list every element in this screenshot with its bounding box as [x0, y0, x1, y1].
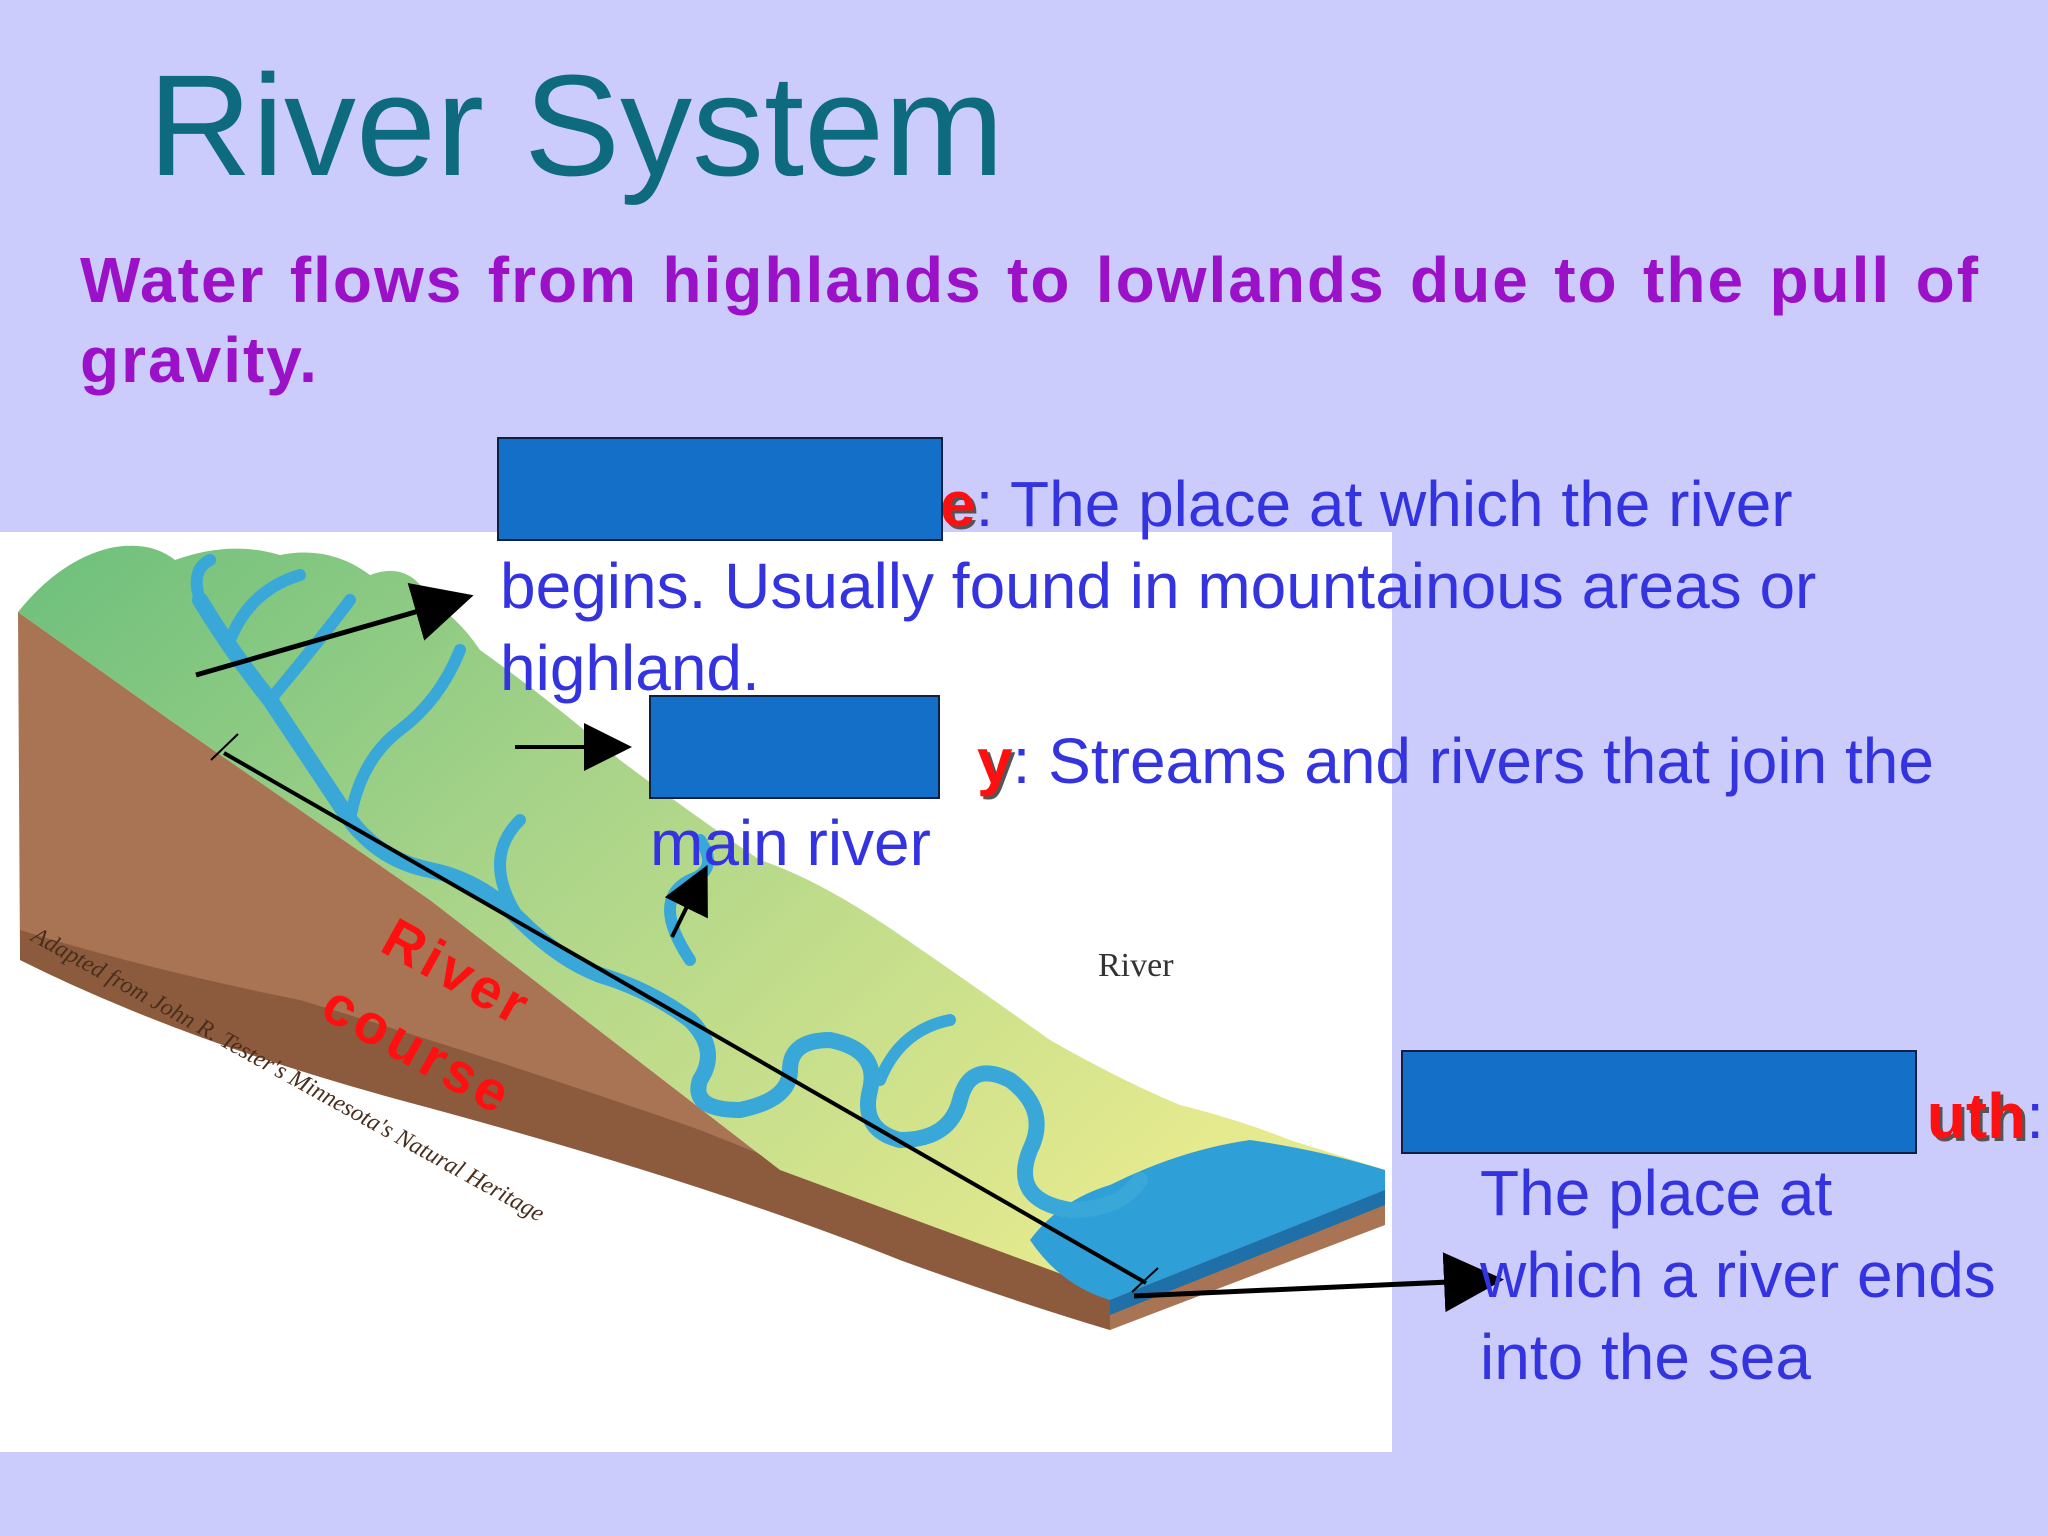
source-definition-line3: highland.: [500, 632, 760, 704]
tributary-1: [190, 554, 216, 606]
tributary-term: y: [977, 725, 1013, 797]
source-definition-line1: e: The place at which the river: [940, 468, 1793, 540]
source-definition: e: The place at which the river begins. …: [500, 463, 2048, 709]
source-term-redaction-box: [497, 437, 943, 541]
mouth-definition-line1: The place at: [1480, 1157, 1833, 1229]
sea-edge: [1110, 1190, 1385, 1315]
sea: [1030, 1140, 1385, 1300]
mouth-term-redaction-box: [1401, 1050, 1917, 1154]
mouth-term: uth: [1926, 1080, 2027, 1152]
course-start-tick: [210, 733, 239, 761]
mouth-definition-line2: which a river ends: [1480, 1239, 1996, 1311]
mouth-arrow: [1133, 1252, 1504, 1313]
tributary-definition-line2: main river: [650, 807, 931, 879]
tributary-4: [344, 644, 466, 826]
mouth-definition-line3: into the sea: [1480, 1321, 1811, 1393]
river-landscape-illustration: River Adapted from John R. Tester's Minn…: [18, 545, 1385, 1330]
slide-subtitle: Water flows from highlands to lowlands d…: [80, 244, 1980, 396]
land-surface: [18, 545, 1385, 1292]
slide-title: River System: [148, 45, 1005, 206]
tributary-definition: y: Streams and rivers that join the main…: [650, 720, 2048, 884]
tributary-term-redaction-box: [649, 695, 940, 799]
source-arrow: [195, 582, 474, 678]
mouth-term-line: uth:: [1926, 1080, 2044, 1152]
main-river: [192, 592, 1148, 1219]
soil-shade: [20, 930, 1110, 1330]
river-label: River: [1098, 947, 1174, 984]
tributary-3: [264, 594, 356, 706]
tributary-7: [874, 1014, 956, 1086]
tributary-2: [224, 569, 306, 646]
river-diagram: River Adapted from John R. Tester's Minn…: [0, 532, 1392, 1452]
course-end-tick: [1131, 1267, 1159, 1293]
main-river-arrow: [664, 864, 708, 938]
tributary-definition-line1: y: Streams and rivers that join the: [977, 725, 1934, 797]
river-course-line: [223, 751, 1147, 1285]
tributary-5: [494, 814, 526, 926]
mouth-definition: The place at which a river ends into the…: [1480, 1152, 2040, 1398]
source-term: e: [940, 468, 976, 540]
source-definition-line2: begins. Usually found in mountainous are…: [500, 550, 1817, 622]
